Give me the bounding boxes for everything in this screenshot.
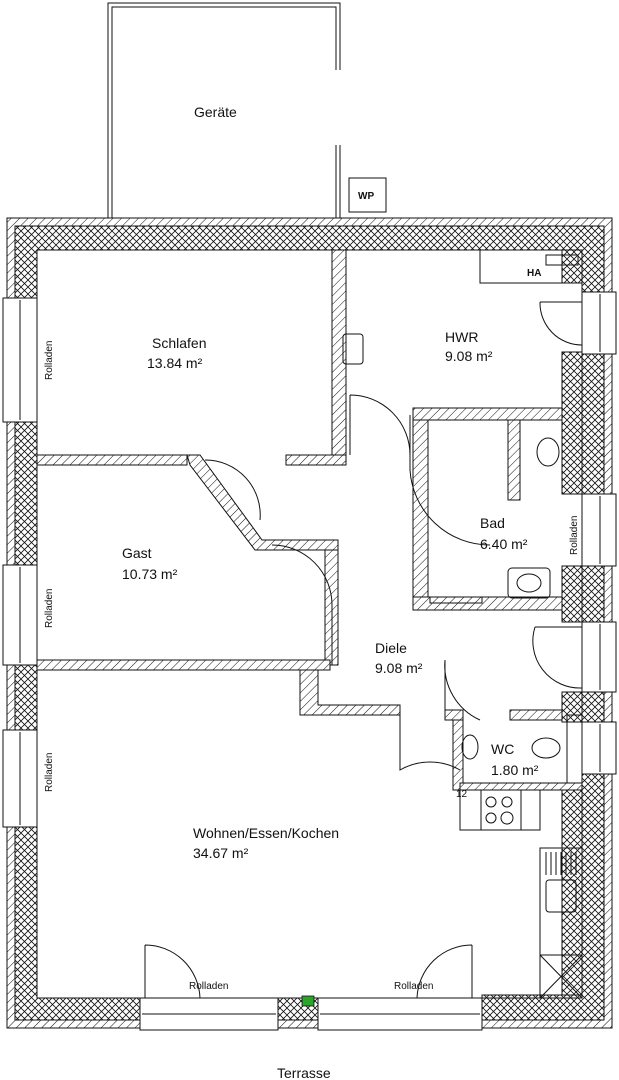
shutter-label-terrace-left: Rolladen — [189, 981, 228, 992]
doors — [144, 301, 583, 999]
shutter-label-schlafen: Rolladen — [44, 341, 55, 380]
room-name-diele: Diele — [375, 640, 407, 656]
kitchen-counter — [459, 789, 541, 831]
terrace-label: Terrasse — [277, 1065, 331, 1080]
shutter-labels: Rolladen Rolladen Rolladen Rolladen Roll… — [44, 341, 580, 992]
green-marker — [301, 995, 315, 1007]
window-wc — [581, 721, 617, 775]
fridge — [539, 954, 583, 999]
room-name-hwr: HWR — [445, 329, 478, 345]
cooktop — [480, 789, 522, 831]
shutter-label-bad: Rolladen — [569, 516, 580, 555]
room-area-hwr: 9.08 m² — [445, 348, 493, 364]
interior-walls — [36, 249, 583, 999]
window-diele — [581, 621, 617, 693]
exterior-walls — [6, 217, 613, 1029]
sink-bad — [507, 567, 551, 599]
room-area-wc: 1.80 m² — [491, 762, 539, 778]
kitchen-sink — [545, 879, 577, 913]
toilet-wc — [531, 737, 561, 759]
room-name-schlafen: Schlafen — [152, 335, 206, 351]
room-area-wohnen: 34.67 m² — [193, 845, 249, 861]
window-hwr — [581, 291, 617, 355]
chimney — [342, 333, 364, 365]
equipment-shed: Geräte WP — [107, 2, 387, 218]
shed-label: Geräte — [194, 104, 237, 120]
sink-wc — [461, 734, 479, 760]
windows — [2, 291, 617, 1031]
shutter-label-terrace-right: Rolladen — [394, 981, 433, 992]
room-area-gast: 10.73 m² — [122, 566, 178, 582]
heat-pump-box — [348, 177, 387, 213]
dimension-note: 12 — [456, 789, 468, 800]
shutter-label-wohnen: Rolladen — [44, 753, 55, 792]
room-name-wc: WC — [491, 741, 514, 757]
house-connection-box — [479, 249, 563, 284]
room-name-bad: Bad — [480, 515, 505, 531]
window-bad — [581, 493, 617, 567]
room-labels: Schlafen 13.84 m² HWR 9.08 m² Bad 6.40 m… — [122, 329, 539, 1080]
toilet-bad — [536, 437, 560, 467]
room-area-diele: 9.08 m² — [375, 660, 423, 676]
heat-pump-label: WP — [358, 191, 374, 202]
shutter-label-gast: Rolladen — [44, 589, 55, 628]
room-name-wohnen: Wohnen/Essen/Kochen — [193, 825, 339, 841]
room-name-gast: Gast — [122, 545, 152, 561]
room-area-schlafen: 13.84 m² — [147, 355, 203, 371]
fixtures: HA 12 — [342, 249, 583, 999]
house-connection-label: HA — [527, 268, 541, 279]
bathtub-edge — [429, 596, 483, 604]
room-area-bad: 6.40 m² — [480, 536, 528, 552]
